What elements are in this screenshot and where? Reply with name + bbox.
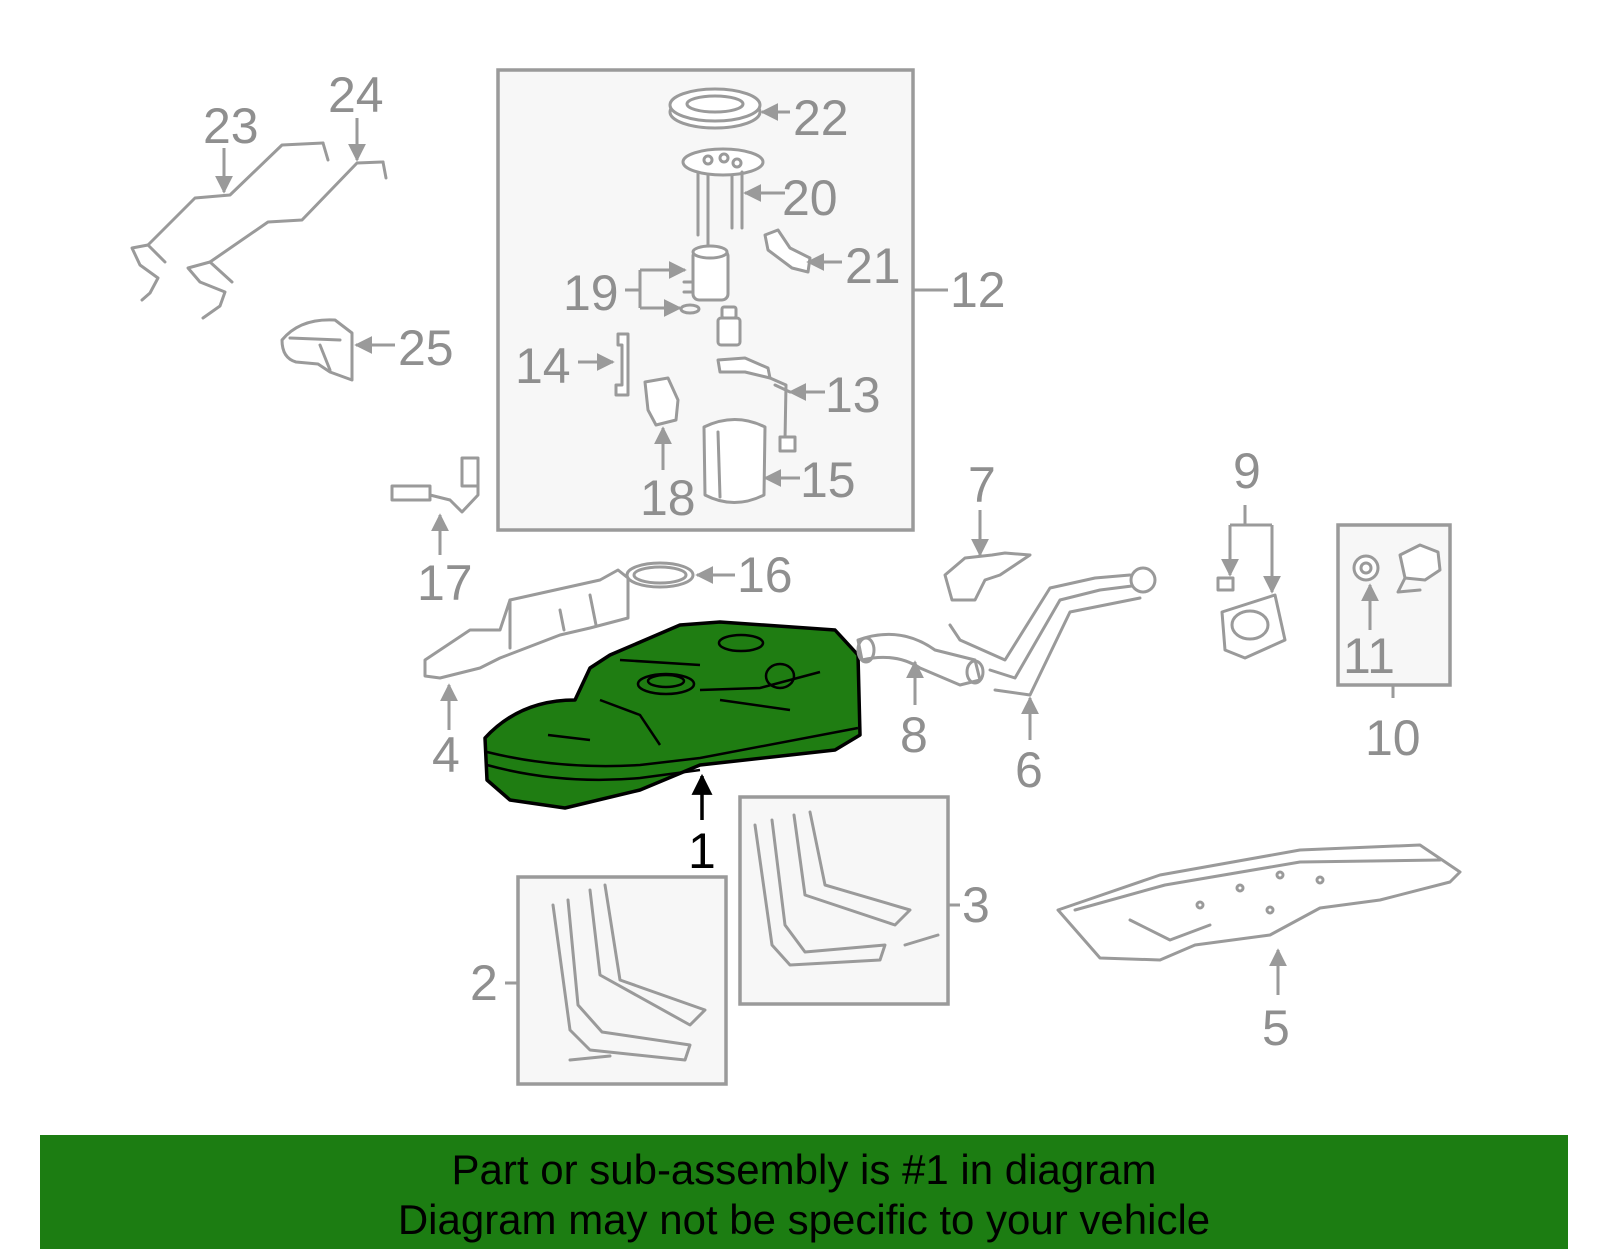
callout-1[interactable]: 1 — [688, 823, 716, 879]
callout-25: 25 — [398, 320, 454, 376]
callout-14: 14 — [515, 338, 571, 394]
callout-13: 13 — [825, 367, 881, 423]
callout-7: 7 — [968, 457, 996, 513]
callout-15: 15 — [800, 452, 856, 508]
callout-12: 12 — [950, 262, 1006, 318]
filler-housing-9[interactable] — [1216, 576, 1287, 660]
strap-3[interactable] — [753, 810, 940, 967]
filler-pipe-6[interactable] — [948, 566, 1157, 697]
bracket-18[interactable] — [643, 376, 680, 427]
sender-14[interactable] — [614, 332, 630, 397]
sensor-17[interactable] — [390, 456, 480, 514]
strap-2[interactable] — [551, 883, 707, 1062]
callout-5: 5 — [1262, 1000, 1290, 1056]
callout-18: 18 — [640, 470, 696, 526]
callout-4: 4 — [432, 727, 460, 783]
callout-16: 16 — [737, 547, 793, 603]
callout-22: 22 — [793, 90, 849, 146]
leader-9 — [1230, 505, 1272, 527]
filter[interactable] — [716, 305, 742, 347]
banner-line-2: Diagram may not be specific to your vehi… — [397, 1196, 1211, 1243]
callout-3: 3 — [962, 877, 990, 933]
leader-19 — [625, 268, 668, 310]
fuel-line-23[interactable] — [130, 141, 330, 302]
callout-19: 19 — [563, 265, 619, 321]
pump-flange-20[interactable] — [681, 147, 765, 247]
callout-2: 2 — [470, 955, 498, 1011]
fuel-tank-1[interactable] — [483, 620, 862, 810]
callout-8: 8 — [900, 707, 928, 763]
under-cover-5[interactable] — [1056, 843, 1462, 962]
callout-9: 9 — [1233, 443, 1261, 499]
fuel-gauge-13[interactable] — [716, 356, 797, 453]
group-box-3 — [738, 795, 950, 1006]
callout-17: 17 — [417, 555, 473, 611]
callout-21: 21 — [845, 238, 901, 294]
banner-line-1: Part or sub-assembly is #1 in diagram — [451, 1146, 1157, 1193]
heat-shield-25[interactable] — [280, 318, 354, 382]
reservoir-15[interactable] — [702, 418, 767, 504]
gasket-16[interactable] — [625, 561, 695, 589]
protector-4[interactable] — [423, 568, 630, 680]
callout-6: 6 — [1015, 742, 1043, 798]
fuel-line-24[interactable] — [186, 160, 388, 320]
callout-23: 23 — [203, 98, 259, 154]
callout-11: 11 — [1343, 628, 1395, 684]
bracket-7[interactable] — [943, 551, 1032, 602]
fuel-cap-10[interactable] — [1396, 543, 1442, 594]
lock-ring-22[interactable] — [668, 87, 762, 130]
info-banner: Part or sub-assembly is #1 in diagram Di… — [40, 1135, 1568, 1249]
callout-24: 24 — [328, 67, 384, 123]
callout-10: 10 — [1365, 710, 1421, 766]
gasket-11[interactable] — [1352, 554, 1380, 582]
callout-20: 20 — [782, 170, 838, 226]
hose-8[interactable] — [856, 632, 985, 687]
fuel-pump-19[interactable] — [679, 244, 730, 315]
